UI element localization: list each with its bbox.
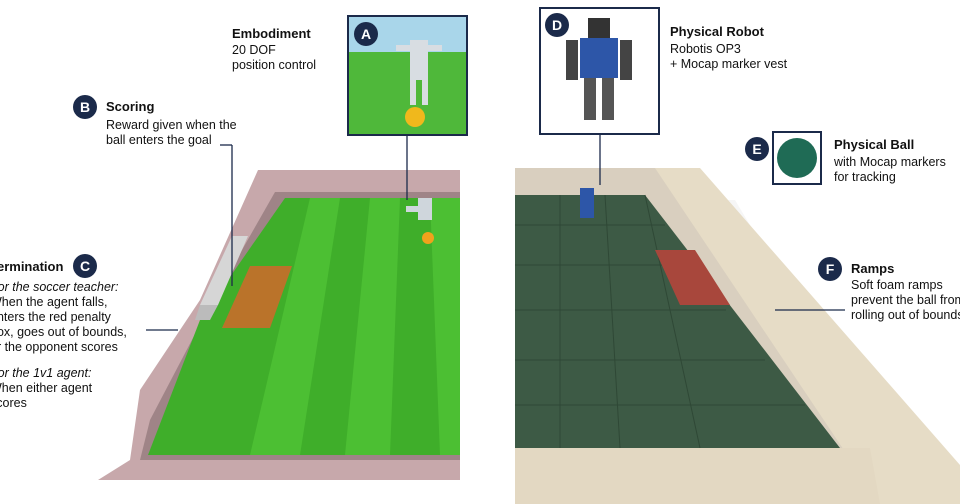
inset-physical-ball [777,138,817,178]
inset-robot-leg [602,78,614,120]
arena-robot [580,188,594,218]
physical-robot-title: Physical Robot [670,24,764,39]
physical-ball-line-2: for tracking [834,170,896,184]
termination-teacher-heading: For the soccer teacher: [0,280,119,294]
ramps-text-clip: Soft foam ramps prevent the ball from ro… [851,278,960,328]
scoring-title: Scoring [106,99,155,114]
embodiment-line-2: position control [232,58,317,72]
ramps-line-1: Soft foam ramps [851,278,943,292]
embodiment-frame [347,15,468,136]
ramps-line-3: rolling out of bounds [851,308,960,322]
arena-ramp-front [515,448,880,504]
physical-robot-line-2: + Mocap marker vest [670,57,788,71]
termination-teacher-line-1: When the agent falls, [0,295,108,309]
ramps-line-2: prevent the ball from [851,293,960,307]
arena-ramp [655,168,960,504]
sim-goal-post [200,236,248,305]
arena-penalty-box [655,250,730,305]
sim-ball [422,232,434,244]
pitch-stripe [345,198,400,455]
physical-ball-frame [772,131,822,185]
inset-robot-arm [620,40,632,80]
inset-robot-leg [410,80,416,105]
badge-c: C [73,254,97,278]
scoring-line-2: ball enters the goal [106,133,212,147]
scoring-line-1: Reward given when the [106,118,237,132]
badge-d: D [545,13,569,37]
physical-ball-title: Physical Ball [834,137,915,152]
ramps-title: Ramps [851,261,895,276]
badge-a: A [354,22,378,46]
physical-robot-line-1: Robotis OP3 [670,42,741,56]
inset-robot-arm [396,45,410,51]
termination-agent-line-2: scores [0,396,27,410]
badge-b: B [73,95,97,119]
inset-robot-arm [566,40,578,80]
arena-mat [515,195,840,448]
termination-agent-heading: For the 1v1 agent: [0,366,92,380]
sim-goal-base [195,305,218,320]
inset-robot-body [410,40,428,80]
physical-robot-frame [539,7,660,135]
sim-robot-arm [406,206,418,212]
inset-ball [405,107,425,127]
termination-teacher-line-4: or the opponent scores [0,340,118,354]
termination-agent-line-1: When either agent [0,381,93,395]
inset-robot-head [588,18,610,38]
pitch-stripe [250,198,340,455]
badge-f: F [818,257,842,281]
sim-robot [418,198,432,220]
inset-robot-leg [422,80,428,105]
mat-grid [515,194,805,449]
termination-title: Termination [0,259,64,274]
termination-teacher-line-2: enters the red penalty [0,310,111,324]
badge-e: E [745,137,769,161]
inset-robot-arm [428,45,442,51]
termination-teacher-line-3: box, goes out of bounds, [0,325,127,339]
embodiment-title: Embodiment [232,26,311,41]
physical-ball-line-1: with Mocap markers [834,155,946,169]
callout-lines [146,133,845,331]
inset-robot-vest [580,38,618,78]
pitch-stripe [430,198,460,455]
inset-robot-leg [584,78,596,120]
sim-penalty-box [222,266,292,328]
embodiment-line-1: 20 DOF [232,43,276,57]
